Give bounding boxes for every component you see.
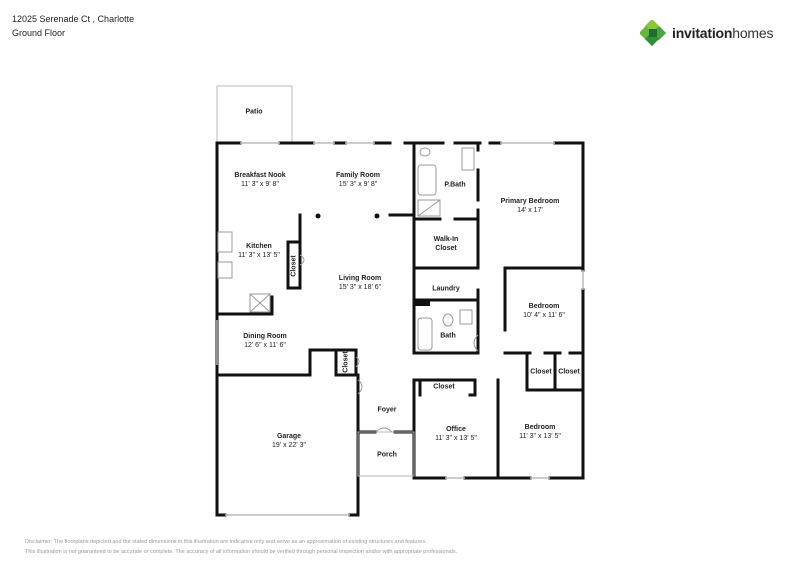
room-name: Bath (440, 332, 456, 340)
room-name: Closet (342, 351, 350, 373)
room-closet-b: Closet (558, 368, 579, 377)
room-garage: Garage 19' x 22' 3" (272, 432, 306, 450)
room-porch: Porch (377, 451, 397, 460)
room-name: Porch (377, 451, 397, 459)
disclaimer: Disclaimer: The floorplans depicted and … (25, 537, 457, 557)
room-living-room: Living Room 15' 3" x 18' 6" (339, 274, 381, 292)
room-name: Living Room (338, 275, 382, 282)
room-name: Closet (530, 368, 552, 376)
room-dining-room: Dining Room 12' 6" x 11' 6" (243, 332, 287, 350)
room-office-closet: Closet (433, 383, 454, 392)
room-name: Kitchen (246, 243, 272, 250)
address-title: 12025 Serenade Ct , Charlotte (12, 14, 135, 24)
room-name: Patio (245, 108, 263, 116)
room-dims: 11' 3" x 9' 8" (241, 181, 279, 188)
room-closet-a: Closet (530, 368, 551, 377)
room-foyer: Foyer (377, 406, 396, 415)
room-breakfast-nook: Breakfast Nook 11' 3" x 9' 8" (234, 171, 285, 189)
brand-part-1: invitation (672, 25, 733, 41)
brand-part-2: homes (732, 25, 774, 41)
room-dims: 10' 4" x 11' 6" (523, 312, 565, 319)
header: 12025 Serenade Ct , Charlotte Ground Flo… (12, 12, 134, 40)
floor-label: Ground Floor (12, 28, 66, 38)
room-bedroom-2: Bedroom 10' 4" x 11' 6" (523, 302, 565, 320)
room-walk-in-closet: Walk-In Closet (429, 235, 463, 253)
disclaimer-line-2: This illustration is not guaranteed to b… (25, 549, 458, 555)
room-name: Bedroom (528, 303, 560, 310)
room-dims: 11' 3" x 13' 5" (519, 433, 561, 440)
room-name: Walk-In Closet (433, 236, 459, 252)
brand-name: invitationhomes (672, 25, 773, 41)
clover-logo-icon (640, 20, 666, 46)
brand-logo: invitationhomes (640, 20, 773, 46)
room-dims: 12' 6" x 11' 6" (244, 342, 286, 349)
room-laundry: Laundry (432, 285, 460, 294)
room-dims: 19' x 22' 3" (272, 442, 306, 449)
room-bedroom-3: Bedroom 11' 3" x 13' 5" (519, 423, 561, 441)
room-office: Office 11' 3" x 13' 5" (435, 425, 477, 443)
room-name: Family Room (336, 172, 380, 179)
room-dims: 15' 3" x 9' 8" (338, 181, 378, 188)
room-name: Dining Room (243, 333, 287, 340)
room-name: Closet (433, 383, 455, 391)
room-name: Garage (276, 433, 302, 440)
room-name: Closet (558, 368, 580, 376)
room-name: Closet (290, 255, 298, 277)
room-patio: Patio (245, 108, 262, 117)
room-name: Primary Bedroom (500, 198, 560, 205)
room-dims: 11' 3" x 13' 5" (238, 252, 280, 259)
room-dining-closet: Closet (342, 351, 351, 372)
room-dims: 15' 3" x 18' 6" (338, 284, 382, 291)
room-dims: 11' 3" x 13' 5" (435, 435, 477, 442)
room-name: Breakfast Nook (234, 172, 286, 179)
room-primary-bedroom: Primary Bedroom 14' x 17' (501, 197, 560, 215)
room-name: P.Bath (444, 181, 466, 189)
room-name: Office (446, 426, 466, 433)
room-bath: Bath (440, 332, 456, 341)
room-name: Foyer (377, 406, 397, 414)
disclaimer-line-1: Disclaimer: The floorplans depicted and … (25, 539, 427, 545)
room-dims: 14' x 17' (517, 207, 543, 214)
room-kitchen-closet: Closet (290, 255, 299, 276)
room-kitchen: Kitchen 11' 3" x 13' 5" (238, 242, 280, 260)
room-name: Bedroom (524, 424, 556, 431)
room-p-bath: P.Bath (444, 181, 465, 190)
room-name: Laundry (432, 285, 460, 293)
room-family-room: Family Room 15' 3" x 9' 8" (336, 171, 380, 189)
